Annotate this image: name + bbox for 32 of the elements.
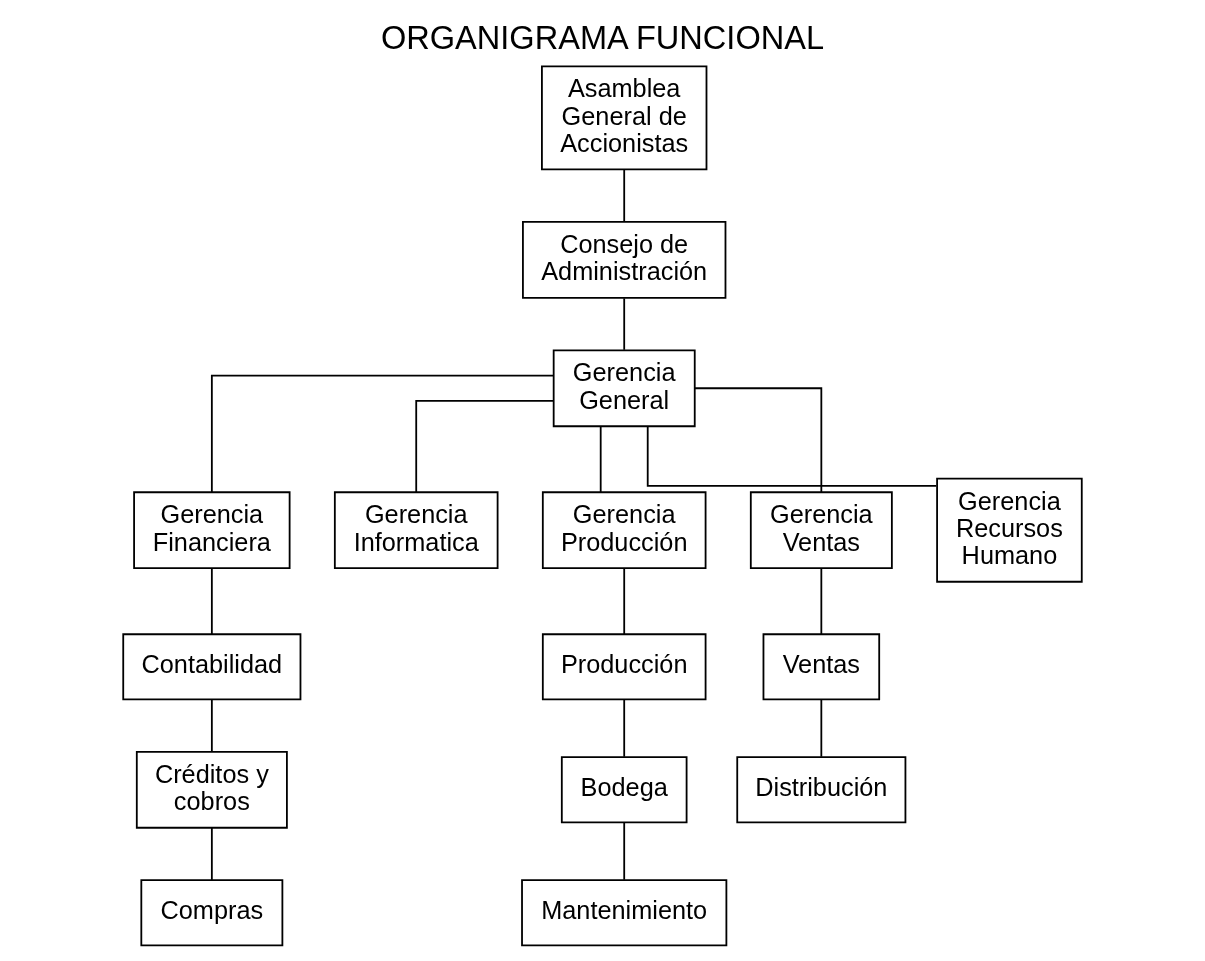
diagram-title: ORGANIGRAMA FUNCIONAL — [380, 19, 825, 56]
connector — [623, 297, 626, 351]
node-box: Gerencia Recursos Humano — [936, 477, 1083, 583]
node-box: Gerencia General — [552, 349, 696, 428]
node-box: Distribución — [736, 756, 907, 824]
connector — [599, 425, 602, 493]
connector — [415, 400, 555, 494]
connector — [210, 698, 213, 753]
node-box: Contabilidad — [122, 633, 302, 701]
connector — [623, 567, 626, 635]
node-box: Bodega — [560, 756, 688, 824]
connector — [693, 387, 823, 494]
node-box: Gerencia Ventas — [749, 491, 893, 570]
connector — [646, 425, 938, 487]
connector — [623, 698, 626, 758]
node-box: Ventas — [762, 633, 881, 701]
connector — [820, 698, 823, 758]
connector — [210, 374, 555, 493]
connector — [623, 169, 626, 223]
node-box: Asamblea General de Accionistas — [541, 65, 708, 171]
node-box: Créditos y cobros — [135, 750, 288, 829]
connector — [210, 567, 213, 635]
node-box: Producción — [541, 633, 707, 701]
node-box: Gerencia Informatica — [333, 491, 499, 570]
connector — [623, 821, 626, 881]
connector — [210, 827, 213, 881]
node-box: Compras — [140, 879, 284, 947]
node-box: Gerencia Producción — [541, 491, 707, 570]
node-box: Gerencia Financiera — [133, 491, 291, 570]
node-box: Consejo de Administración — [522, 220, 727, 299]
node-box: Mantenimiento — [521, 879, 728, 947]
connector — [820, 567, 823, 635]
